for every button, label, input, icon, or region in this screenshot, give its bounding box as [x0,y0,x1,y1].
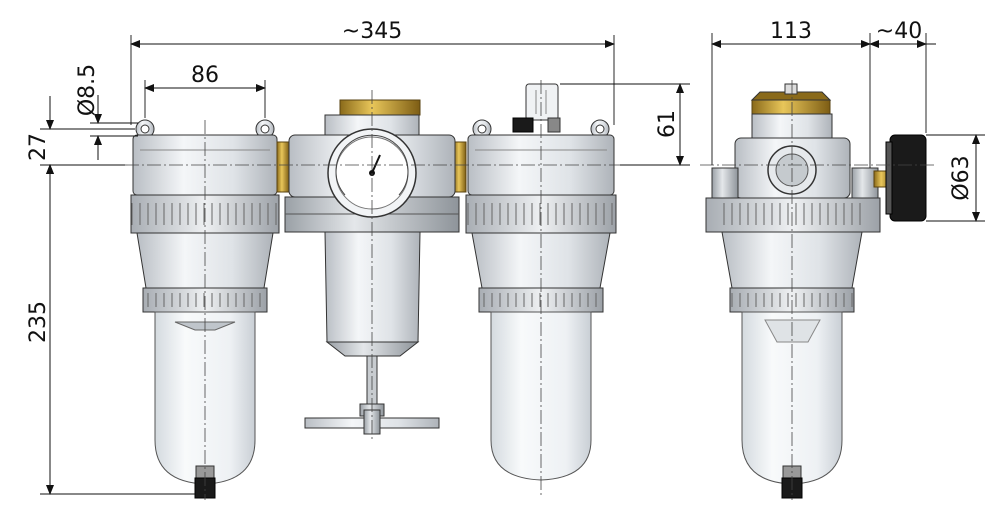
dimension-gauge-diameter: Ø63 [926,134,985,222]
dim-gauge-diameter-label: Ø63 [949,155,974,200]
dimension-port-spacing: 86 [144,63,266,118]
dimension-side-depth: 113 [711,19,871,168]
dimension-overall-width: ~345 [130,19,615,125]
dim-side-depth-label: 113 [770,19,812,44]
dimension-top-projection: 61 [560,83,690,166]
dim-gauge-projection-label: ~40 [876,19,922,44]
dim-top-projection-label: 61 [655,110,680,138]
side-view-unit [705,83,927,499]
dim-overall-width-label: ~345 [342,19,402,44]
dimension-gauge-projection: ~40 [869,19,936,133]
dim-mounting-hole-label: Ø8.5 [75,64,100,116]
dim-port-spacing-label: 86 [191,63,219,88]
dimension-top-offset: 27 [26,96,135,200]
dim-height-below-label: 235 [26,301,51,343]
port-connector-right [453,141,467,193]
dim-top-offset-label: 27 [26,133,51,161]
dimension-mounting-hole: Ø8.5 [75,64,138,160]
dimension-height-below: 235 [26,164,195,495]
center-lines [125,80,935,500]
port-connector-left [276,141,290,193]
